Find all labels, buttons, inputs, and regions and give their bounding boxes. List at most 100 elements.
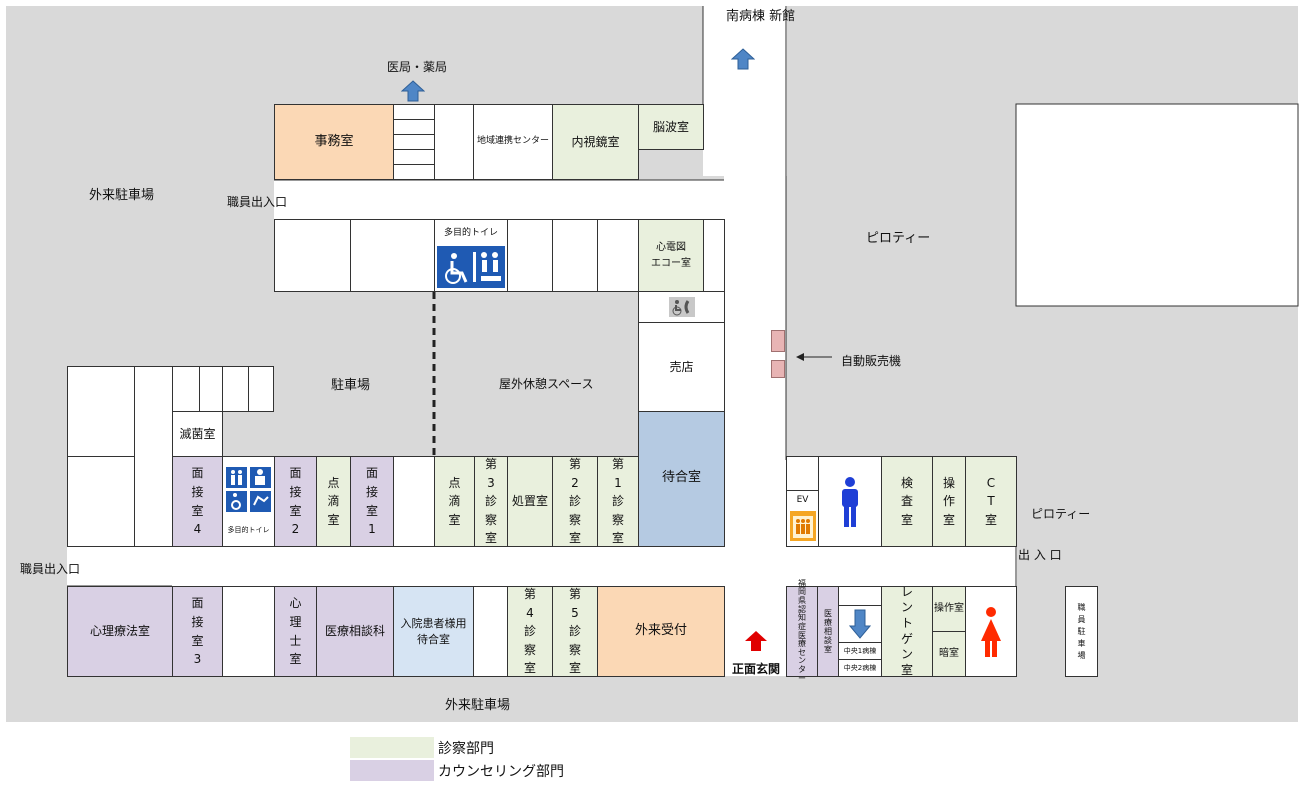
room-blank [248,366,274,412]
interview-room-1-label: 面 接 室 1 [365,466,378,537]
accessible-toilet-icon [437,246,505,288]
ecg-echo-room: 心電図 エコー室 [638,219,704,292]
south-ward-nav-label[interactable]: 南病棟 新館 [726,9,796,24]
elevator-icon [790,511,816,541]
mens-restroom [818,456,882,547]
accessible-phone-area [638,291,725,323]
exam-room-1-label: 第 1 診 察 室 [611,457,624,546]
exam-room-4-label: 第 4 診 察 室 [523,587,536,676]
control-room-2-label: 操作室 [934,602,964,614]
legend-item-counseling: カウンセリング部門 [350,759,610,782]
control-room-1-label: 操 作 室 [942,475,955,527]
exit-right-label: 出 入 口 [1018,548,1062,562]
room-blank [134,366,173,547]
shop-label: 売店 [669,359,694,374]
dementia-center-room: 福 岡 県 認 知 症 医 療 セ ン タ ー [786,579,818,682]
office-room: 事務室 [274,104,394,180]
eeg-label: 脳波室 [652,119,689,134]
legend-item-clinic: 診察部門 [350,736,610,759]
room-blank [434,104,474,180]
elevator-label: EV [796,495,809,505]
staff-parking: 職 員 駐 車 場 [1065,586,1098,677]
interview-room-2: 面 接 室 2 [274,456,317,547]
drip-room-2-label: 点 滴 室 [448,475,461,527]
room-blank [393,456,435,547]
arrow-up-icon [401,80,425,102]
pharmacy-nav-label[interactable]: 医局・薬局 [387,60,448,74]
medical-consult-room: 医 療 相 談 室 [817,586,839,677]
drip-room-1: 点 滴 室 [316,456,351,547]
vending-machine [771,330,785,352]
room-blank [199,366,223,412]
treatment-room: 処置室 [507,456,553,547]
inpatient-waiting-label: 入院患者様用 待合室 [400,617,467,646]
psychologist-room: 心 理 士 室 [274,586,317,677]
room-blank [703,219,725,292]
control-room-2: 操作室 [932,586,966,632]
room-blank [172,366,200,412]
restroom-icon [226,467,271,512]
psychotherapy-room: 心理療法室 [67,586,173,677]
legend: 診察部門 カウンセリング部門 [350,736,610,782]
ecg-echo-label: 心電図 エコー室 [651,242,691,269]
room-blank [838,586,882,606]
medical-consult-room-label: 医 療 相 談 室 [824,608,832,655]
waiting-room-label: 待合室 [661,470,701,485]
exam-room-5-label: 第 5 診 察 室 [568,587,581,676]
exam-room-1: 第 1 診 察 室 [597,456,639,547]
medical-consultation-dept-label: 医療相談科 [324,624,385,638]
outpatient-reception: 外来受付 [597,586,725,677]
pilotis-right-label: ピロティー [1031,507,1091,521]
ward-1-label: 中央1病棟 [843,646,877,655]
room-blank [552,219,598,292]
female-restroom-icon [981,606,1001,657]
lab-room-label: 検 査 室 [900,475,913,527]
psychotherapy-label: 心理療法室 [89,624,150,638]
control-room-1: 操 作 室 [932,456,966,547]
outpatient-parking-top-label: 外来駐車場 [89,188,155,203]
staff-entrance-top-label: 職員出入口 [227,195,288,209]
waiting-room: 待合室 [638,411,725,547]
ward-2-label: 中央2病棟 [843,663,877,672]
drip-room-1-label: 点 滴 室 [327,475,340,527]
psychologist-room-label: 心 理 士 室 [289,596,302,667]
vending-machine [771,360,785,378]
exam-room-4: 第 4 診 察 室 [507,586,553,677]
entrance-arrow-icon [745,631,767,651]
multipurpose-toilet-small: 多目的トイレ [222,456,275,547]
interview-room-2-label: 面 接 室 2 [289,466,302,537]
womens-restroom [965,586,1017,677]
staff-parking-label: 職 員 駐 車 場 [1077,602,1086,660]
legend-swatch [350,760,434,781]
treatment-room-label: 処置室 [511,494,548,508]
dark-room: 暗室 [932,631,966,677]
inpatient-waiting-room: 入院患者様用 待合室 [393,586,474,677]
staff-entrance-left-label: 職員出入口 [20,562,81,576]
outpatient-reception-label: 外来受付 [634,623,687,639]
room-blank [507,219,553,292]
outpatient-parking-bottom-label: 外来駐車場 [445,698,511,713]
room-blank [67,366,135,457]
interview-room-4-label: 面 接 室 4 [191,466,204,537]
dementia-center-label: 福 岡 県 認 知 症 医 療 セ ン タ ー [798,578,806,683]
elevator: EV [786,490,819,547]
drip-room-2: 点 滴 室 [434,456,475,547]
ward-direction [838,605,882,643]
room-blank [222,586,275,677]
ward-2-label-box: 中央2病棟 [838,659,882,677]
interview-room-4: 面 接 室 4 [172,456,223,547]
vending-label: 自動販売機 [841,354,902,368]
legend-label: 診察部門 [438,740,494,757]
arrow-down-icon [849,609,871,639]
exam-room-2-label: 第 2 診 察 室 [568,457,581,546]
interview-room-1: 面 接 室 1 [350,456,394,547]
parking-label: 駐車場 [331,378,371,393]
stairs [393,104,435,180]
regional-center-label: 地域連携センター [476,136,549,147]
xray-room-label: レ ン ト ゲ ン 室 [900,584,913,677]
office-room-label: 事務室 [314,133,354,149]
room-blank [473,586,508,677]
endoscopy-label: 内視鏡室 [571,134,620,149]
room-blank [222,366,249,412]
regional-center-room: 地域連携センター [473,104,553,180]
